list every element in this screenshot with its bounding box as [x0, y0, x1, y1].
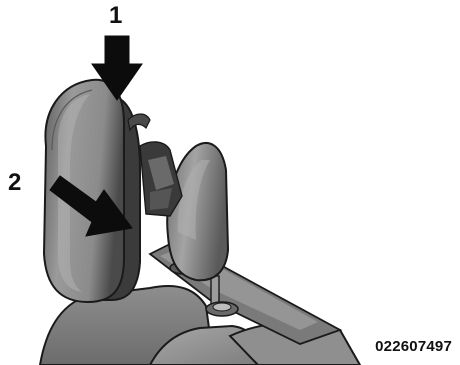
callout-number-1: 1: [109, 4, 122, 28]
callout-number-2: 2: [8, 171, 21, 195]
rear-headrest: [140, 142, 228, 280]
figure-code: 022607497: [375, 338, 452, 355]
